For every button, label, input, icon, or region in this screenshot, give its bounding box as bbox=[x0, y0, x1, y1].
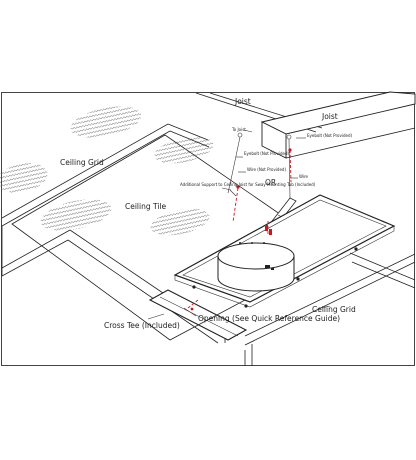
label-cross-tee: Cross Tee (Included) bbox=[104, 321, 180, 330]
eyebolt-wire-left bbox=[227, 132, 243, 197]
label-or: OR bbox=[265, 178, 276, 187]
label-wire-left: Wire (Not Provided) bbox=[247, 167, 286, 172]
tile-texture bbox=[0, 106, 214, 236]
label-ceiling-grid-right: Ceiling Grid bbox=[312, 305, 356, 314]
label-wire-right: Wire bbox=[299, 174, 309, 179]
cross-tee-bar bbox=[148, 289, 248, 341]
label-to-joist: To Joist bbox=[231, 127, 246, 132]
label-eyebolt-top: Eyebolt (Not Provided) bbox=[244, 151, 289, 156]
label-ceiling-grid-left: Ceiling Grid bbox=[60, 158, 104, 167]
labels: Joist Joist To Joist Eyebolt (Not Provid… bbox=[60, 97, 356, 330]
leader-lines bbox=[147, 129, 331, 320]
plate-tabs bbox=[192, 247, 358, 308]
label-ceiling-tile: Ceiling Tile bbox=[125, 202, 167, 211]
label-joist-right: Joist bbox=[321, 112, 338, 121]
joist-right bbox=[260, 91, 416, 159]
alignment-markers bbox=[187, 148, 292, 311]
label-eyebolt-right: Eyebolt (Not Provided) bbox=[307, 133, 352, 138]
label-opening: Opening (See Quick Reference Guide) bbox=[198, 314, 340, 323]
speaker-can bbox=[217, 242, 295, 292]
label-joist-top: Joist bbox=[234, 97, 251, 106]
label-additional-support: Additional Support to Ceiling Joist for … bbox=[180, 182, 316, 187]
diagram-frame bbox=[1, 92, 415, 366]
